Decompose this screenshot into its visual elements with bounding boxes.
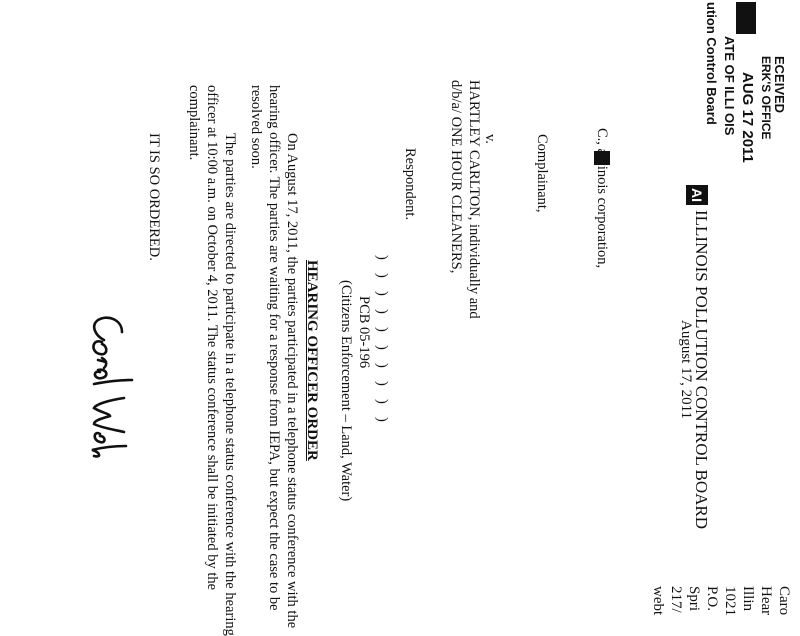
signature	[91, 316, 134, 458]
versus: v.	[482, 134, 498, 144]
case-type: (Citizens Enforcement – Land, Water)	[338, 280, 354, 502]
caption-bracket: )	[374, 327, 390, 332]
body-line: officer at 10:00 a.m. on October 4, 2011…	[204, 85, 220, 591]
respondent-line1: HARTLEY CARLTON, individually and	[466, 80, 482, 319]
order-title: HEARING OFFICER ORDER	[304, 260, 320, 461]
margin-line: 217/	[668, 586, 684, 613]
caption-bracket: )	[374, 255, 390, 260]
caption-bracket: )	[374, 345, 390, 350]
complainant-name-end: C., an inois corporation,	[594, 128, 610, 269]
body-line: The parties are directed to participate …	[222, 133, 238, 636]
caption-bracket: )	[374, 381, 390, 386]
complainant-name-start: ution Control Board	[704, 2, 719, 125]
received-stamp-date: AUG 17 2011	[739, 72, 756, 163]
margin-line: P.O.	[704, 586, 720, 612]
caption-bracket: )	[374, 363, 390, 368]
body-line: hearing officer. The parties are waiting…	[266, 85, 282, 611]
closing: IT IS SO ORDERED.	[146, 133, 162, 261]
margin-line: webt	[650, 586, 666, 616]
caption-bracket: )	[374, 309, 390, 314]
caption-bracket: )	[374, 273, 390, 278]
margin-line: Spri	[686, 586, 702, 612]
respondent-line2: d/b/a/ ONE HOUR CLEANERS,	[448, 80, 464, 274]
body-line: complainant.	[186, 85, 202, 161]
complainant-role: Complainant,	[534, 134, 550, 213]
margin-line: Caro	[776, 586, 792, 616]
caption-bracket: )	[374, 291, 390, 296]
case-number: PCB 05-196	[356, 296, 372, 369]
ai-badge: AI	[686, 185, 708, 205]
received-stamp-line3: ATE OF ILLI OIS	[722, 36, 737, 136]
margin-line: Illin	[740, 586, 756, 611]
board-name: ILLINOIS POLLUTION CONTROL BOARD	[692, 210, 711, 530]
redaction-blot	[594, 151, 610, 165]
body-line: resolved soon.	[248, 85, 264, 169]
redaction-blot	[736, 2, 756, 34]
received-stamp-line2: ERK'S OFFICE	[759, 56, 773, 140]
respondent-role: Respondent.	[402, 148, 418, 221]
caption-bracket: )	[374, 399, 390, 404]
margin-line: Hear	[758, 586, 774, 616]
caption-bracket: )	[374, 417, 390, 422]
document-page: ECEIVED ERK'S OFFICE AUG 17 2011 ATE OF …	[91, 2, 792, 636]
body-line: On August 17, 2011, the parties particip…	[284, 133, 300, 629]
margin-line: 1021	[722, 586, 738, 616]
order-date: August 17, 2011	[678, 320, 694, 420]
